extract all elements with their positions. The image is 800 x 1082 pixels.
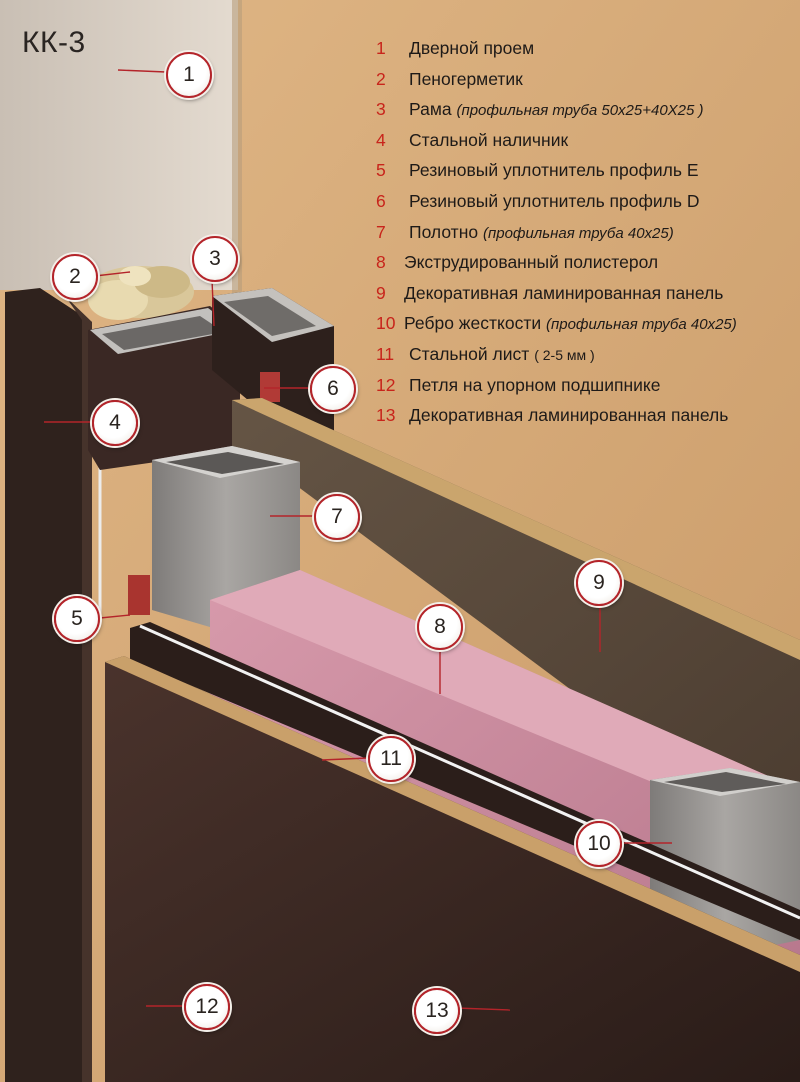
callout-2: 2 [52,254,98,300]
legend-number: 3 [376,99,386,120]
rubber-seal-d [260,372,280,402]
legend-item: 7 Полотно (профильная труба 40х25) [376,222,796,253]
legend-number: 4 [376,130,386,151]
legend-text: Рама (профильная труба 50х25+40Х25 ) [409,99,704,120]
diagram-title: КК-3 [22,26,86,60]
legend-text: Стальной лист ( 2-5 мм ) [409,344,595,365]
legend-number: 5 [376,160,386,181]
legend-text: Дверной проем [409,38,534,59]
legend-item: 6 Резиновый уплотнитель профиль D [376,191,796,222]
legend-item: 4 Стальной наличник [376,130,796,161]
legend-text: Экструдированный полистерол [404,252,658,273]
callout-4: 4 [92,400,138,446]
legend-number: 7 [376,222,386,243]
legend-item: 1 Дверной проем [376,38,796,69]
legend-number: 2 [376,69,386,90]
legend-number: 10 [376,313,395,334]
legend-number: 1 [376,38,386,59]
legend-item: 2 Пеногерметик [376,69,796,100]
legend-item: 3 Рама (профильная труба 50х25+40Х25 ) [376,99,796,130]
legend-text: Резиновый уплотнитель профиль Е [409,160,699,181]
legend-item: 8 Экструдированный полистерол [376,252,796,283]
legend-text: Полотно (профильная труба 40х25) [409,222,674,243]
callout-5: 5 [54,596,100,642]
legend-note: (профильная труба 50х25+40Х25 ) [456,102,703,119]
callout-11: 11 [368,736,414,782]
callout-1: 1 [166,52,212,98]
callout-8: 8 [417,604,463,650]
legend-item: 12 Петля на упорном подшипнике [376,375,796,406]
legend-number: 6 [376,191,386,212]
legend-note: (профильная труба 40х25) [546,316,737,333]
legend-text: Декоративная ламинированная панель [404,283,723,304]
legend-item: 5 Резиновый уплотнитель профиль Е [376,160,796,191]
callout-7: 7 [314,494,360,540]
legend-text: Декоративная ламинированная панель [409,405,728,426]
callout-13: 13 [414,988,460,1034]
legend: 1 Дверной проем 2 Пеногерметик 3 Рама (проф… [376,38,796,436]
legend-item: 11 Стальной лист ( 2-5 мм ) [376,344,796,375]
callout-3: 3 [192,236,238,282]
legend-text: Пеногерметик [409,69,523,90]
callout-6: 6 [310,366,356,412]
legend-text: Стальной наличник [409,130,568,151]
legend-number: 11 [376,344,394,365]
legend-number: 8 [376,252,386,273]
legend-item: 10 Ребро жесткости (профильная труба 40х2… [376,313,796,344]
legend-note: (профильная труба 40х25) [483,225,674,242]
legend-number: 12 [376,375,395,396]
callout-9: 9 [576,560,622,606]
legend-text: Ребро жесткости (профильная труба 40х25) [404,313,737,334]
legend-number: 13 [376,405,395,426]
steel-casing [5,288,92,1082]
legend-note: ( 2-5 мм ) [534,347,594,363]
legend-text: Резиновый уплотнитель профиль D [409,191,700,212]
callout-12: 12 [184,984,230,1030]
legend-text: Петля на упорном подшипнике [409,375,661,396]
legend-item: 9 Декоративная ламинированная панель [376,283,796,314]
callout-10: 10 [576,821,622,867]
legend-item: 13 Декоративная ламинированная панель [376,405,796,436]
legend-number: 9 [376,283,386,304]
rubber-seal-e [128,575,150,615]
